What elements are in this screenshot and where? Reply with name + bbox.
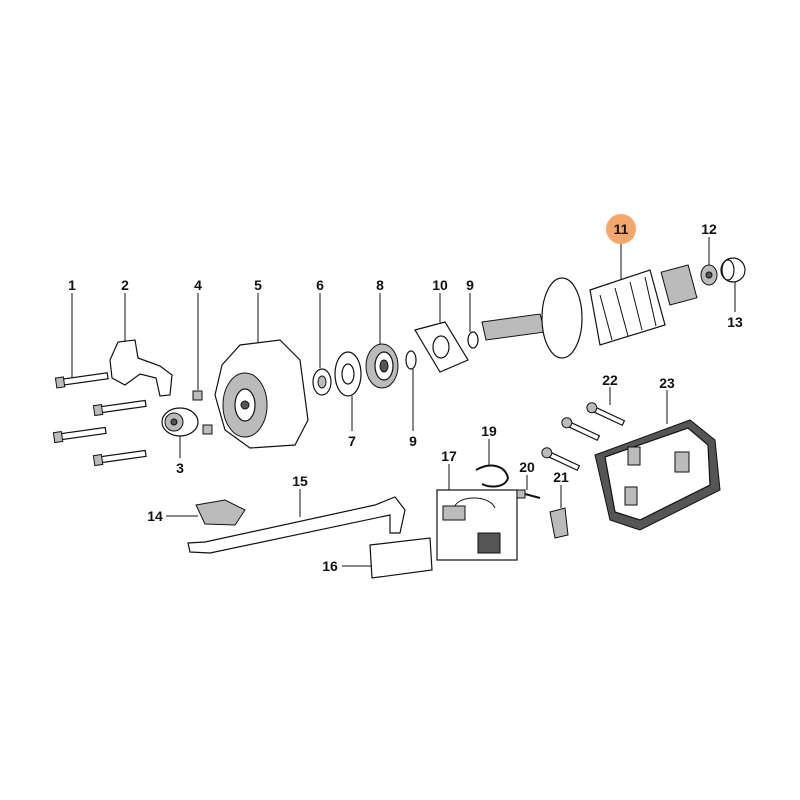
leader-lines (71, 237, 736, 567)
part-10-plate[interactable] (414, 321, 469, 373)
callout-14[interactable]: 14 (147, 508, 163, 524)
part-21-clip[interactable] (549, 507, 569, 539)
callout-15[interactable]: 15 (292, 473, 308, 489)
part-6-washer[interactable] (312, 368, 332, 396)
callout-21[interactable]: 21 (553, 469, 569, 485)
highlight-circle-11 (606, 214, 636, 244)
callout-13[interactable]: 13 (727, 314, 743, 330)
part-15-switch-rod[interactable] (187, 496, 406, 554)
callout-5[interactable]: 5 (254, 277, 262, 293)
callout-22[interactable]: 22 (602, 372, 618, 388)
callout-9-upper[interactable]: 9 (466, 277, 474, 293)
callout-6[interactable]: 6 (316, 277, 324, 293)
callout-16[interactable]: 16 (322, 558, 338, 574)
part-14-switch-button[interactable] (195, 499, 246, 526)
callout-8[interactable]: 8 (376, 277, 384, 293)
callout-4[interactable]: 4 (194, 277, 202, 293)
part-11-armature[interactable] (481, 264, 698, 359)
part-20-screw[interactable] (516, 489, 541, 499)
part-4-nuts[interactable] (192, 390, 213, 435)
part-8-bearing[interactable] (365, 343, 399, 389)
callout-19[interactable]: 19 (481, 423, 497, 439)
part-16-label[interactable] (369, 537, 433, 579)
callout-23[interactable]: 23 (659, 375, 675, 391)
part-1-screws[interactable] (52, 371, 147, 467)
callout-1[interactable]: 1 (68, 277, 76, 293)
part-5-gear-housing[interactable] (214, 339, 309, 449)
callout-17[interactable]: 17 (441, 448, 457, 464)
callout-10[interactable]: 10 (432, 277, 448, 293)
callout-20[interactable]: 20 (519, 459, 535, 475)
part-7-disc[interactable] (334, 351, 362, 397)
callout-7[interactable]: 7 (348, 433, 356, 449)
part-12-bearing[interactable] (700, 264, 718, 286)
callout-9-lower[interactable]: 9 (409, 433, 417, 449)
part-9-circlip[interactable] (405, 331, 479, 370)
part-13-sleeve[interactable] (720, 257, 746, 283)
callout-2[interactable]: 2 (121, 277, 129, 293)
part-22-screws[interactable] (540, 401, 626, 472)
part-23-brush-cover[interactable] (594, 419, 721, 531)
part-19-spring[interactable] (475, 464, 510, 488)
part-17-brush-kit[interactable] (436, 489, 518, 561)
part-3-knob[interactable] (161, 407, 199, 437)
callout-3[interactable]: 3 (176, 460, 184, 476)
part-2-bracket[interactable] (109, 339, 173, 397)
callout-12[interactable]: 12 (701, 221, 717, 237)
callout-11[interactable]: 11 (614, 221, 629, 237)
